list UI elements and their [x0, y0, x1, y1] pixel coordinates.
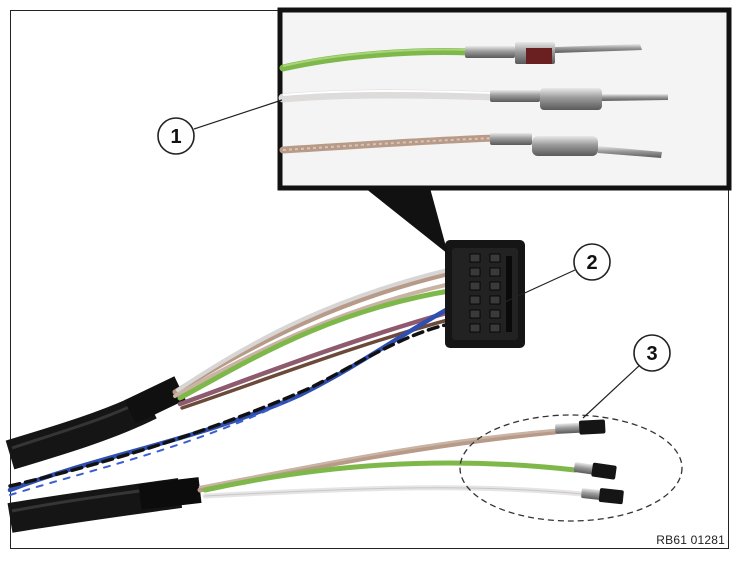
- callout-3-leader: [582, 363, 642, 419]
- inset-copper-wire-terminal: [279, 133, 662, 158]
- terminals-highlight-ellipse: [459, 414, 683, 522]
- inset-pointer: [365, 188, 448, 254]
- upper-black-cable: [5, 391, 157, 470]
- connector-housing: [445, 240, 525, 348]
- upper-heat-shrink: [124, 376, 186, 424]
- lower-heat-shrink: [138, 477, 202, 510]
- wires-to-terminals: [197, 428, 585, 499]
- inset-white-wire-terminal: [278, 88, 668, 110]
- callout-1-label: 1: [170, 126, 181, 148]
- callout-3: 3: [633, 334, 671, 372]
- reference-code: RB61 01281: [656, 533, 725, 547]
- callout-2: 2: [573, 243, 611, 281]
- callout-2-leader: [504, 269, 576, 303]
- wires-to-connector: [7, 268, 462, 496]
- callout-1-leader: [193, 99, 283, 130]
- callout-1: 1: [157, 117, 195, 155]
- inset-green-wire-terminal: [279, 42, 642, 72]
- callout-3-label: 3: [646, 343, 657, 365]
- loose-terminals: [555, 419, 624, 505]
- callout-2-label: 2: [586, 252, 597, 274]
